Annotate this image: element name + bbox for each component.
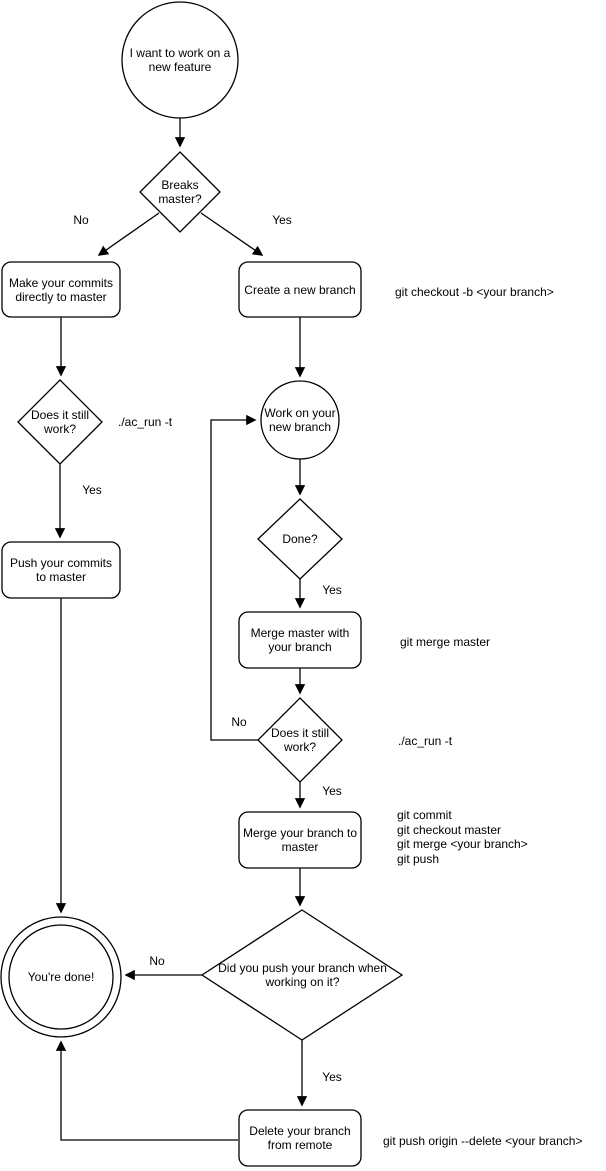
work-branch-node-shape bbox=[260, 380, 340, 460]
still-work-1-decision-shape bbox=[17, 379, 103, 465]
merge-master-label: Merge master with your branch bbox=[250, 626, 350, 654]
did-push-decision-shape bbox=[200, 909, 404, 1041]
breaks-master-label: Breaks master? bbox=[158, 178, 202, 206]
annotation-test-cmd-2: ./ac_run -t bbox=[398, 734, 453, 748]
commit-master-label: Make your commits directly to master bbox=[8, 275, 114, 304]
merge-master-process-shape bbox=[238, 611, 362, 669]
annotation-create-branch-cmd: git checkout -b <your branch> bbox=[395, 285, 554, 299]
start-node-shape bbox=[121, 1, 239, 119]
annotation-test-cmd-1: ./ac_run -t bbox=[118, 415, 173, 429]
merge-branch-label: Merge your branch to master bbox=[242, 826, 358, 854]
edge-label-still2-no: No bbox=[224, 714, 254, 730]
annotation-merge-branch-cmd-line: git commit bbox=[397, 808, 452, 822]
still-work-1-label: Does it still work? bbox=[30, 408, 89, 436]
done-q-decision-shape bbox=[257, 498, 343, 580]
create-branch-process-shape bbox=[238, 261, 362, 318]
merge-branch-process-shape bbox=[238, 811, 362, 869]
breaks-master-decision-shape bbox=[139, 151, 221, 233]
edge-label-didpush-yes: Yes bbox=[315, 1069, 349, 1085]
edge-label-still1-yes: Yes bbox=[75, 482, 109, 498]
edge-label-still2-yes: Yes bbox=[315, 783, 349, 799]
edge-label-done-yes: Yes bbox=[315, 582, 349, 598]
edge-breaks-yes-to-create-branch bbox=[200, 212, 264, 256]
edge-label-didpush-no: No bbox=[142, 953, 172, 969]
annotation-merge-branch-cmd-line: git push bbox=[397, 851, 440, 866]
edge-delete-remote-loop-to-youre-done bbox=[55, 1040, 238, 1141]
still-work-2-label: Does it still work? bbox=[270, 726, 329, 754]
annotation-merge-master-cmd: git merge master bbox=[400, 635, 491, 649]
commit-master-process-shape bbox=[1, 261, 121, 318]
did-push-label: Did you push your branch when working on… bbox=[218, 961, 387, 989]
still-work-2-decision-shape bbox=[257, 697, 343, 783]
start-node-label: I want to work on a new feature bbox=[129, 46, 231, 74]
work-branch-label: Work on your new branch bbox=[264, 406, 336, 434]
edge-still-work-2-no-loop-to-work-branch bbox=[210, 414, 258, 741]
push-master-label: Push your commits to master bbox=[9, 556, 113, 584]
annotation-merge-branch-cmd-line: git merge <your branch> bbox=[397, 837, 528, 851]
youre-done-label: You're done! bbox=[27, 970, 95, 984]
done-q-label: Done? bbox=[282, 532, 318, 546]
annotation-merge-branch-cmds: git commit git checkout master git merge… bbox=[397, 808, 528, 866]
edge-label-breaks-no: No bbox=[66, 212, 96, 228]
edge-breaks-no-to-commit-master bbox=[97, 212, 160, 256]
delete-remote-process-shape bbox=[238, 1109, 362, 1167]
annotation-merge-branch-cmd-line: git checkout master bbox=[397, 822, 502, 837]
youre-done-inner-circle-shape bbox=[8, 924, 114, 1030]
delete-remote-label: Delete your branch from remote bbox=[249, 1124, 351, 1152]
annotation-delete-remote-cmd: git push origin --delete <your branch> bbox=[383, 1134, 583, 1148]
edge-label-breaks-yes: Yes bbox=[265, 212, 299, 228]
create-branch-label: Create a new branch bbox=[244, 282, 356, 297]
push-master-process-shape bbox=[1, 541, 121, 599]
